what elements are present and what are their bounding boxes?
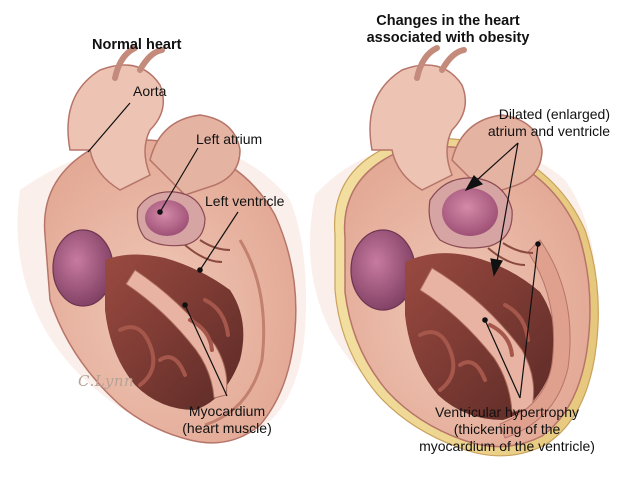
label-myocardium-line2: (heart muscle) bbox=[152, 420, 302, 437]
leader-left-ventricle-dot bbox=[198, 268, 202, 272]
label-myocardium-line1: Myocardium bbox=[152, 403, 302, 420]
right-atrium-left bbox=[53, 230, 113, 306]
label-left-atrium: Left atrium bbox=[196, 131, 262, 148]
title-obesity-line1: Changes in the heart bbox=[343, 13, 553, 30]
leader-hypertrophy-septum-dot bbox=[483, 318, 487, 322]
label-dilated-line1: Dilated (enlarged) bbox=[470, 106, 610, 123]
label-hypertrophy-line2: (thickening of the bbox=[400, 421, 614, 438]
label-hypertrophy: Ventricular hypertrophy (thickening of t… bbox=[400, 404, 614, 455]
label-dilated-line2: atrium and ventricle bbox=[470, 123, 610, 140]
leader-hypertrophy-wall-dot bbox=[536, 242, 540, 246]
title-obesity-line2: associated with obesity bbox=[343, 30, 553, 47]
title-obesity-heart: Changes in the heart associated with obe… bbox=[343, 13, 553, 47]
leader-left-atrium-dot bbox=[158, 210, 162, 214]
label-hypertrophy-line3: myocardium of the ventricle) bbox=[400, 438, 614, 455]
dilated-atrium-interior bbox=[442, 188, 498, 236]
label-left-ventricle: Left ventricle bbox=[205, 193, 284, 210]
artist-signature: C.Lynn bbox=[78, 372, 134, 390]
normal-heart bbox=[18, 48, 307, 443]
label-myocardium: Myocardium (heart muscle) bbox=[152, 403, 302, 437]
title-normal-heart: Normal heart bbox=[92, 37, 181, 54]
left-atrium-interior bbox=[145, 200, 189, 236]
label-dilated: Dilated (enlarged) atrium and ventricle bbox=[470, 106, 610, 140]
label-hypertrophy-line1: Ventricular hypertrophy bbox=[400, 404, 614, 421]
label-aorta: Aorta bbox=[133, 83, 166, 100]
leader-myocardium-dot bbox=[183, 303, 187, 307]
